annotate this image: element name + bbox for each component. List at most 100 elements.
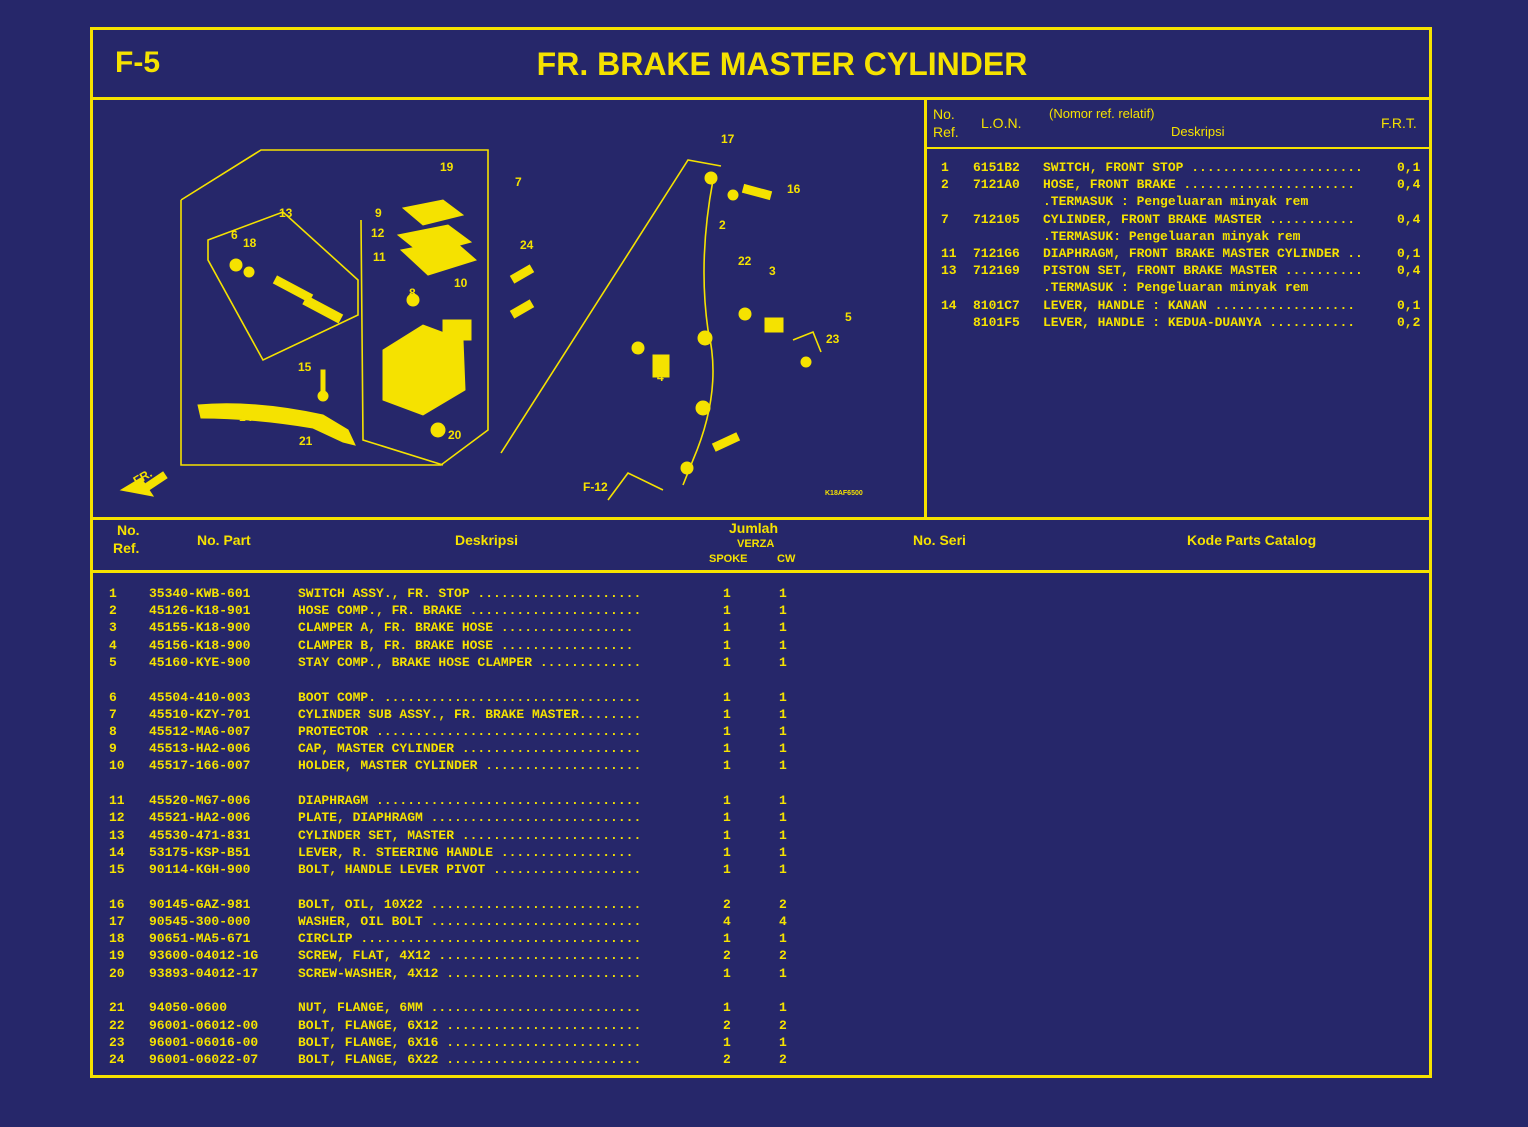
diagram-callouts: 1 2 3 4 5 6 7 8 9 10 11 12 13 14 15 16 1… [93,100,924,517]
lon-ref: 14 [941,297,957,313]
part-desc: BOLT, OIL, 10X22 .......................… [298,896,642,912]
parts-table-header: No. Ref. No. Part Deskripsi Jumlah VERZA… [93,520,1429,570]
part-part: 45513-HA2-006 [149,741,251,757]
part-spoke: 1 [723,1034,731,1050]
lon-ref: 2 [941,177,949,193]
callout-1: 1 [404,396,411,410]
part-ref: 5 [109,654,117,670]
part-desc: STAY COMP., BRAKE HOSE CLAMPER .........… [298,654,642,670]
part-desc: CYLINDER SET, MASTER ...................… [298,827,642,843]
part-part: 90651-MA5-671 [149,931,251,947]
lon-frt: 0,2 [1397,314,1421,330]
part-desc: BOLT, FLANGE, 6X22 .....................… [298,1052,642,1067]
part-cw: 1 [779,810,787,826]
part-ref: 19 [109,948,125,964]
part-desc: DIAPHRAGM ..............................… [298,793,642,809]
callout-12: 12 [371,226,385,240]
lon-header-frt: F.R.T. [1381,115,1417,131]
lon-desc: PISTON SET, FRONT BRAKE MASTER .........… [1043,263,1363,279]
callout-13: 13 [279,206,293,220]
diagram-bottom-divider [93,517,1429,520]
callout-9: 9 [375,206,382,220]
callout-20: 20 [448,428,462,442]
callout-18: 18 [243,236,257,250]
part-cw: 1 [779,689,787,705]
parts-header-part: No. Part [197,532,251,548]
parts-header-model: VERZA [737,538,775,550]
part-cw: 1 [779,1000,787,1016]
part-ref: 6 [109,689,117,705]
page-title: FR. BRAKE MASTER CYLINDER [536,46,1028,82]
part-cw: 1 [779,637,787,653]
part-cw: 1 [779,741,787,757]
parts-header-ref: Ref. [113,540,140,556]
callout-23: 23 [826,332,840,346]
diagram-ref-code: K18AF6500 [825,490,863,497]
part-cw: 1 [779,724,787,739]
lon-header-no: No. [933,106,955,122]
lon-frt: 0,4 [1397,211,1421,227]
part-ref: 4 [109,637,117,653]
part-spoke: 1 [723,793,731,809]
part-part: 45160-KYE-900 [149,654,251,670]
lon-frt: 0,1 [1397,160,1421,175]
lon-lon: 712105 [973,211,1020,227]
part-desc: HOLDER, MASTER CYLINDER ................… [298,758,642,774]
part-desc: HOSE COMP., FR. BRAKE ..................… [298,603,642,619]
lon-desc: HOSE, FRONT BRAKE ...................... [1043,177,1356,193]
lon-desc: LEVER, HANDLE : KANAN .................. [1043,297,1356,313]
lon-table: No. Ref. L.O.N. (Nomor ref. relatif) Des… [927,100,1432,517]
callout-7: 7 [515,175,522,189]
lon-ref: 13 [941,263,957,279]
lon-frt: 0,4 [1397,263,1421,279]
exploded-diagram [119,149,822,501]
part-cw: 1 [779,844,787,860]
part-ref: 15 [109,862,125,877]
part-cw: 1 [779,1034,787,1050]
part-spoke: 1 [723,706,731,722]
part-part: 45510-KZY-701 [149,706,251,722]
part-spoke: 2 [723,896,731,912]
part-part: 96001-06016-00 [149,1034,259,1050]
parts-header-seri: No. Seri [913,532,966,548]
catalog-sheet: F-5 FR. BRAKE MASTER CYLINDER [90,27,1432,1078]
parts-header-divider [93,570,1429,573]
callout-3: 3 [769,264,776,278]
part-cw: 1 [779,827,787,843]
part-desc: CAP, MASTER CYLINDER ...................… [298,741,642,757]
lon-ref: 1 [941,160,949,175]
part-desc: LEVER, R. STEERING HANDLE ..............… [298,844,634,860]
part-part: 45530-471-831 [149,827,251,843]
diagram-divider [924,99,927,517]
lon-desc: .TERMASUK : Pengeluaran minyak rem [1043,194,1309,210]
parts-header-no: No. [117,522,140,538]
lon-ref: 7 [941,211,949,227]
part-desc: SCREW, FLAT, 4X12 ......................… [298,948,642,964]
part-part: 45517-166-007 [149,758,251,774]
part-ref: 10 [109,758,125,774]
lon-header-desc: Deskripsi [1171,124,1225,139]
callout-17: 17 [721,132,735,146]
part-cw: 2 [779,948,787,964]
lon-header-divider [927,147,1432,149]
part-cw: 1 [779,654,787,670]
part-spoke: 1 [723,586,731,601]
part-ref: 24 [109,1052,125,1067]
part-spoke: 1 [723,724,731,739]
part-ref: 8 [109,724,117,739]
part-spoke: 1 [723,1000,731,1016]
lon-desc: DIAPHRAGM, FRONT BRAKE MASTER CYLINDER .… [1043,246,1363,261]
callout-16: 16 [787,182,801,196]
part-desc: BOLT, HANDLE LEVER PIVOT ...............… [298,862,642,877]
part-desc: CYLINDER SUB ASSY., FR. BRAKE MASTER....… [298,706,642,722]
part-desc: PLATE, DIAPHRAGM .......................… [298,810,642,826]
part-spoke: 1 [723,603,731,619]
part-ref: 21 [109,1000,125,1016]
part-ref: 23 [109,1034,125,1050]
part-desc: PROTECTOR ..............................… [298,724,642,739]
callout-19: 19 [440,160,454,174]
part-desc: CLAMPER B, FR. BRAKE HOSE ..............… [298,637,634,653]
part-ref: 7 [109,706,117,722]
part-desc: WASHER, OIL BOLT .......................… [298,914,642,929]
